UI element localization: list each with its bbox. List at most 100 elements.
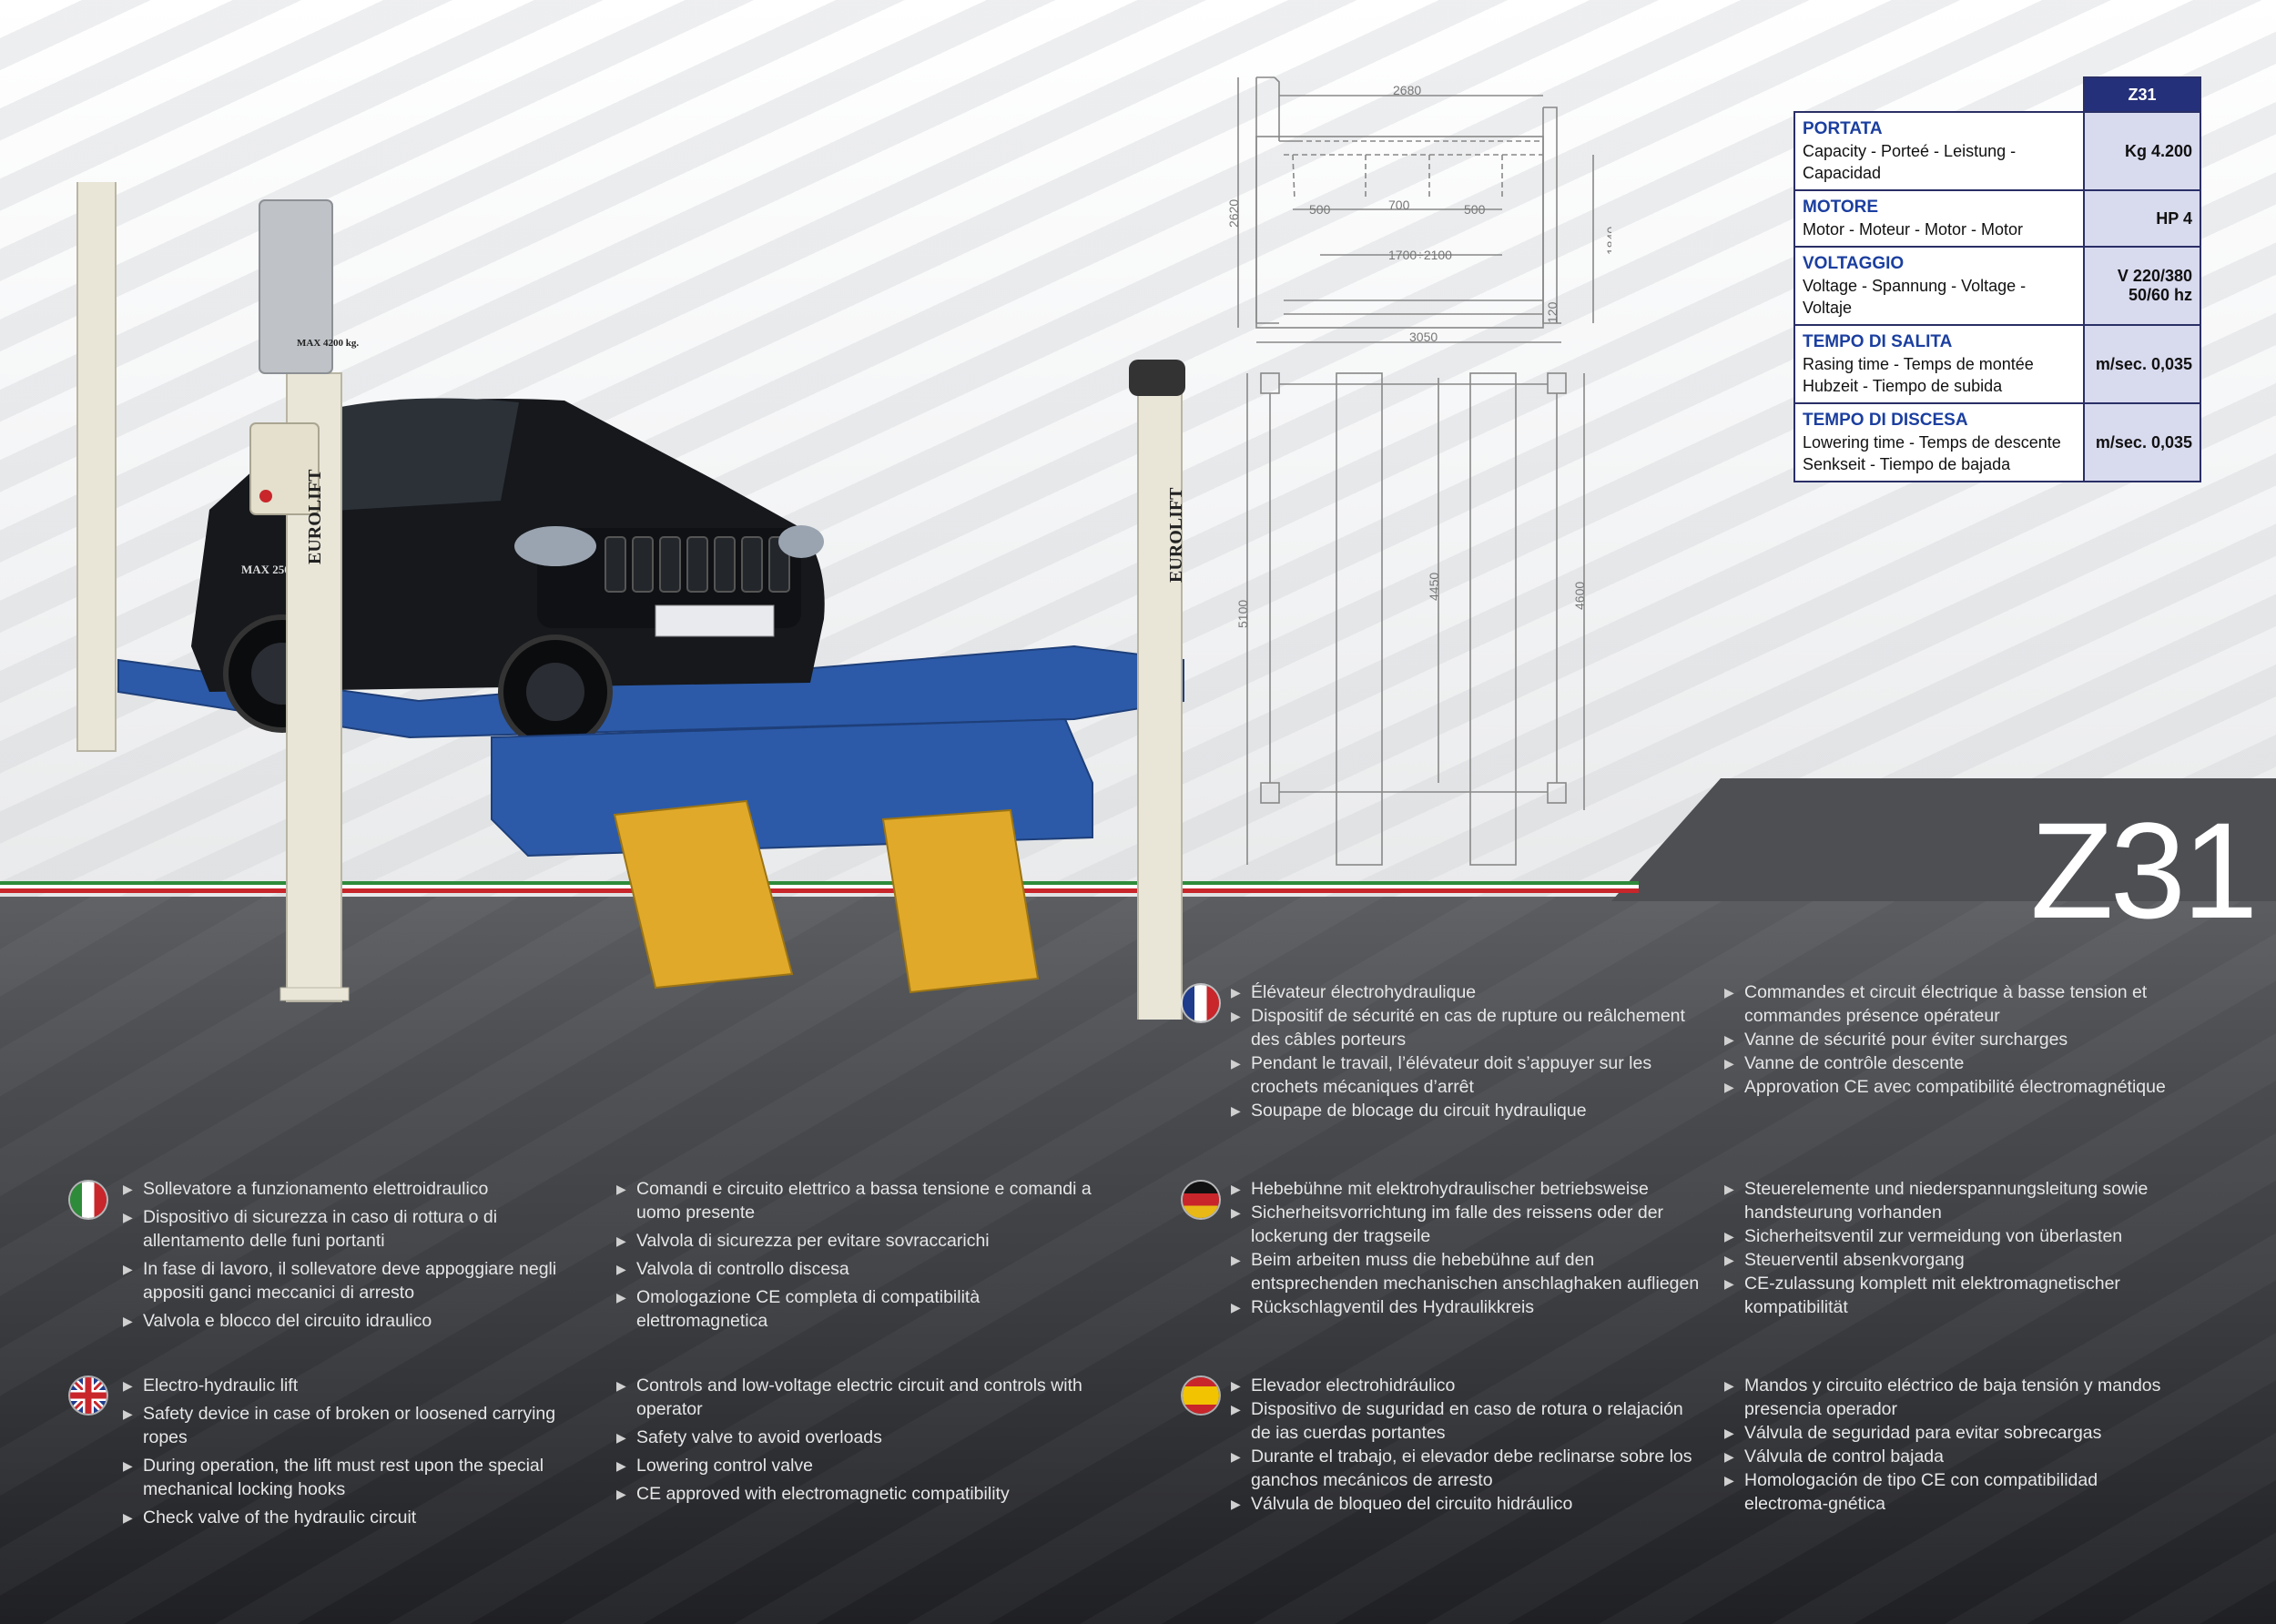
feature-item: Dispositivo di sicurezza in caso di rott… [123,1205,596,1253]
feature-item: Valvola di sicurezza per evitare sovracc… [616,1229,1108,1253]
feature-item: Controls and low-voltage electric circui… [616,1374,1108,1421]
spec-value: Kg 4.200 [2124,141,2192,160]
feature-item: Approvation CE avec compatibilité électr… [1724,1075,2216,1099]
brand-label: EUROLIFT [305,469,325,564]
features-it-col2: Comandi e circuito elettrico a bassa ten… [616,1177,1108,1337]
spec-title: TEMPO DI DISCESA [1803,411,1968,430]
uk-flag-icon [70,1377,107,1414]
dim-label: 5100 [1235,600,1250,628]
dim-label: 1840 [1604,227,1611,255]
feature-item: Sollevatore a funzionamento elettroidrau… [123,1177,596,1201]
spec-title: MOTORE [1803,198,1879,217]
spec-row: TEMPO DI SALITA Rasing time - Temps de mo… [1793,324,2201,404]
features-de-col2: Steuerelemente und niederspannungsleitun… [1724,1177,2216,1319]
feature-item: Vanne de sécurité pour éviter surcharges [1724,1028,2216,1051]
feature-item: During operation, the lift must rest upo… [123,1454,596,1501]
feature-item: Check valve of the hydraulic circuit [123,1506,596,1529]
spec-model-header: Z31 [2083,76,2201,113]
feature-item: Élévateur électrohydraulique [1231,980,1704,1004]
feature-item: Mandos y circuito eléctrico de baja tens… [1724,1374,2179,1421]
feature-item: Dispositif de sécurité en cas de rupture… [1231,1004,1704,1051]
feature-item: Safety device in case of broken or loose… [123,1402,596,1449]
french-flag-icon [1183,985,1219,1021]
model-name: Z31 [2030,794,2258,947]
features-fr-col1: Élévateur électrohydraulique Dispositif … [1231,980,1704,1122]
spec-value: HP 4 [2156,208,2192,228]
feature-item: Omologazione CE completa di compatibilit… [616,1285,1108,1333]
feature-item: CE-zulassung komplett mit elektromagneti… [1724,1272,2216,1319]
italian-stripe [0,881,1639,894]
features-de-col1: Hebebühne mit elektrohydraulischer betri… [1231,1177,1704,1319]
feature-item: Válvula de seguridad para evitar sobreca… [1724,1421,2179,1445]
features-en-col2: Controls and low-voltage electric circui… [616,1374,1108,1510]
italian-flag-icon [70,1182,107,1218]
features-es-col1: Elevador electrohidráulico Dispositivo d… [1231,1374,1704,1516]
dim-label: 4450 [1427,573,1441,601]
spec-table: Z31 PORTATA Capacity - Porteé - Leistung … [1793,76,2201,482]
dim-label: 500 [1464,202,1486,217]
spec-title: PORTATA [1803,119,1883,138]
spec-subtitle: Voltage - Spannung - Voltage - Voltaje [1803,277,2027,317]
features-fr-col2: Commandes et circuit électrique à basse … [1724,980,2216,1099]
feature-item: Hebebühne mit elektrohydraulischer betri… [1231,1177,1704,1201]
dim-label: 2680 [1393,83,1421,97]
feature-item: Pendant le travail, l’élévateur doit s’a… [1231,1051,1704,1099]
spec-subtitle: Rasing time - Temps de montée [1803,355,2034,373]
feature-item: Valvola di controllo discesa [616,1257,1108,1281]
dark-wedge [1611,778,2276,901]
feature-item: Elevador electrohidráulico [1231,1374,1704,1397]
feature-item: Válvula de bloqueo del circuito hidráuli… [1231,1492,1704,1516]
spec-row: VOLTAGGIO Voltage - Spannung - Voltage - … [1793,246,2201,326]
feature-item: Lowering control valve [616,1454,1108,1477]
feature-item: Sicherheitsventil zur vermeidung von übe… [1724,1224,2216,1248]
dim-label: 4600 [1572,582,1587,610]
feature-item: Homologación de tipo CE con compatibilid… [1724,1468,2179,1516]
feature-item: Válvula de control bajada [1724,1445,2179,1468]
feature-item: Dispositivo de suguridad en caso de rotu… [1231,1397,1704,1445]
spec-title: VOLTAGGIO [1803,254,1905,273]
post-max-label: MAX 4200 kg. [297,338,359,349]
spec-subtitle: Hubzeit - Tiempo de subida [1803,377,2003,395]
feature-item: Commandes et circuit électrique à basse … [1724,980,2216,1028]
spec-row: TEMPO DI DISCESA Lowering time - Temps de… [1793,402,2201,482]
spanish-flag-icon [1183,1377,1219,1414]
feature-item: Steuerelemente und niederspannungsleitun… [1724,1177,2216,1224]
feature-item: Beim arbeiten muss die hebebühne auf den… [1231,1248,1704,1295]
dim-label: 120 [1545,301,1560,323]
spec-title: TEMPO DI SALITA [1803,332,1953,351]
spec-value: m/sec. 0,035 [2095,354,2192,373]
feature-item: Durante el trabajo, ei elevador debe rec… [1231,1445,1704,1492]
features-it-col1: Sollevatore a funzionamento elettroidrau… [123,1177,596,1337]
dim-label: 2620 [1229,199,1241,228]
spec-row: PORTATA Capacity - Porteé - Leistung - Ca… [1793,111,2201,191]
feature-item: Vanne de contrôle descente [1724,1051,2216,1075]
spec-subtitle: Motor - Moteur - Motor - Motor [1803,220,2024,239]
dim-label: 1700÷2100 [1388,248,1452,262]
spec-value: 50/60 hz [2128,286,2192,304]
technical-drawing: 2680 2620 500 700 500 1700÷2100 1840 120… [1229,76,1611,866]
feature-item: Safety valve to avoid overloads [616,1426,1108,1449]
feature-item: Steuerventil absenkvorgang [1724,1248,2216,1272]
feature-item: Rückschlagventil des Hydraulikkreis [1231,1295,1704,1319]
spec-subtitle: Senkseit - Tiempo de bajada [1803,455,2011,473]
german-flag-icon [1183,1182,1219,1218]
spec-row: MOTORE Motor - Moteur - Motor - Motor HP … [1793,189,2201,248]
spec-value: V 220/380 [2117,267,2192,285]
lift-illustration: MAX 2500 kg. EUROLIFT MAX 4200 kg. EUROL… [76,182,1186,1020]
feature-item: Electro-hydraulic lift [123,1374,596,1397]
feature-item: In fase di lavoro, il sollevatore deve a… [123,1257,596,1304]
dim-label: 500 [1309,202,1331,217]
spec-subtitle: Lowering time - Temps de descente [1803,433,2061,452]
brand-label: EUROLIFT [1166,487,1186,583]
feature-item: CE approved with electromagnetic compati… [616,1482,1108,1506]
features-es-col2: Mandos y circuito eléctrico de baja tens… [1724,1374,2179,1516]
spec-value: m/sec. 0,035 [2095,432,2192,452]
feature-item: Sicherheitsvorrichtung im falle des reis… [1231,1201,1704,1248]
feature-item: Soupape de blocage du circuit hydrauliqu… [1231,1099,1704,1122]
features-en-col1: Electro-hydraulic lift Safety device in … [123,1374,596,1534]
feature-item: Valvola e blocco del circuito idraulico [123,1309,596,1333]
dim-label: 700 [1388,198,1410,212]
feature-item: Comandi e circuito elettrico a bassa ten… [616,1177,1108,1224]
dim-label: 3050 [1409,330,1438,344]
spec-subtitle: Capacity - Porteé - Leistung - Capacidad [1803,142,2017,182]
